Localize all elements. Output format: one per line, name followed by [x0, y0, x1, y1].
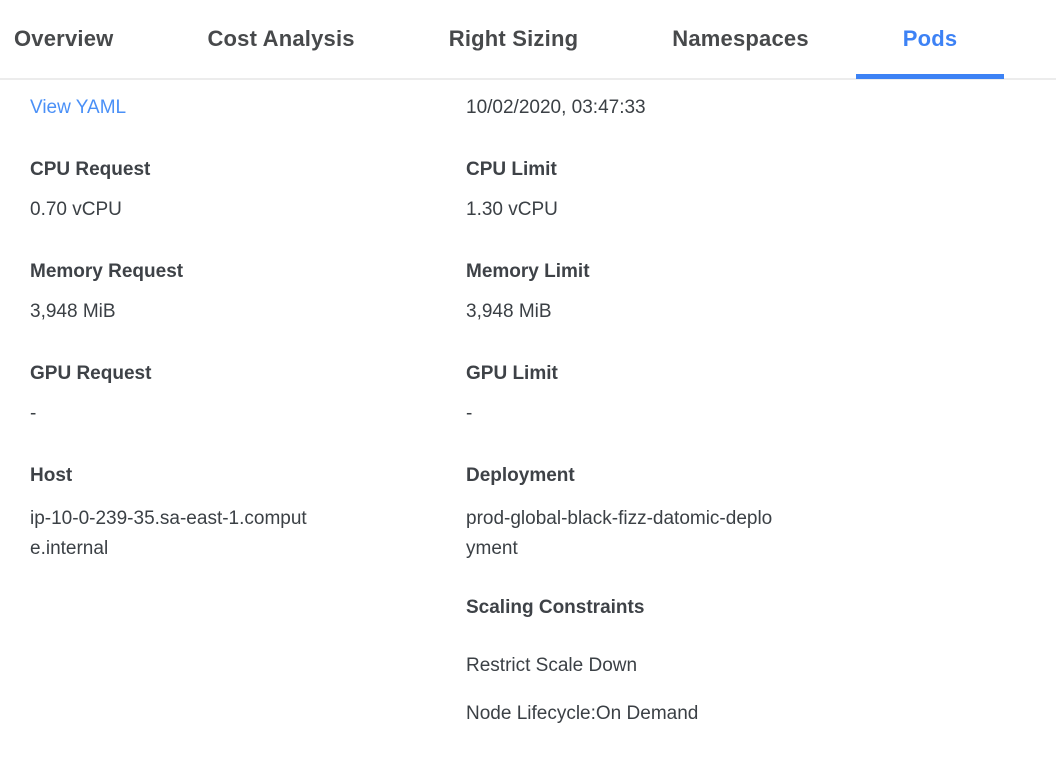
field-memory-request: Memory Request 3,948 MiB [30, 260, 466, 324]
last-updated-timestamp: 10/02/2020, 03:47:33 [466, 97, 646, 118]
scaling-constraint-node-lifecycle: Node Lifecycle:On Demand [466, 703, 699, 724]
cpu-request-value: 0.70 vCPU [30, 199, 122, 220]
detail-right-column: 10/02/2020, 03:47:33 CPU Limit 1.30 vCPU… [466, 96, 1056, 726]
field-cpu-request: CPU Request 0.70 vCPU [30, 158, 466, 222]
gpu-request-value: - [30, 403, 37, 424]
pod-detail-panel: View YAML CPU Request 0.70 vCPU Memory R… [0, 80, 1056, 726]
memory-request-label: Memory Request [30, 261, 184, 282]
host-link[interactable]: ip-10-0-239-35.sa-east-1.compute.interna… [30, 508, 307, 559]
field-gpu-limit: GPU Limit - [466, 362, 1056, 426]
field-host: Host ip-10-0-239-35.sa-east-1.compute.in… [30, 464, 466, 564]
field-deployment: Deployment prod-global-black-fizz-datomi… [466, 464, 1056, 564]
cpu-limit-label: CPU Limit [466, 159, 557, 180]
scaling-constraint-restrict-scale-down: Restrict Scale Down [466, 655, 638, 676]
memory-request-value: 3,948 MiB [30, 301, 116, 322]
deployment-label: Deployment [466, 465, 575, 486]
host-label: Host [30, 465, 73, 486]
tab-pods-label: Pods [902, 26, 958, 51]
cpu-limit-value: 1.30 vCPU [466, 199, 558, 220]
memory-limit-label: Memory Limit [466, 261, 590, 282]
field-gpu-request: GPU Request - [30, 362, 466, 426]
memory-limit-value: 3,948 MiB [466, 301, 552, 322]
tab-namespaces[interactable]: Namespaces [672, 26, 809, 51]
cpu-request-label: CPU Request [30, 159, 151, 180]
tab-overview[interactable]: Overview [14, 26, 114, 51]
field-memory-limit: Memory Limit 3,948 MiB [466, 260, 1056, 324]
tab-right-sizing[interactable]: Right Sizing [448, 26, 579, 51]
tab-bar: Overview Cost Analysis Right Sizing Name… [0, 0, 1056, 80]
view-yaml-link[interactable]: View YAML [30, 97, 127, 118]
deployment-link[interactable]: prod-global-black-fizz-datomic-deploymen… [466, 508, 773, 559]
scaling-constraints-section: Scaling Constraints Restrict Scale Down … [466, 596, 1056, 726]
gpu-limit-value: - [466, 403, 473, 424]
field-cpu-limit: CPU Limit 1.30 vCPU [466, 158, 1056, 222]
gpu-limit-label: GPU Limit [466, 363, 558, 384]
tab-pods[interactable]: Pods [856, 0, 1005, 79]
tab-cost-analysis[interactable]: Cost Analysis [207, 26, 355, 51]
active-tab-underline [856, 74, 1005, 79]
detail-left-column: View YAML CPU Request 0.70 vCPU Memory R… [30, 96, 466, 726]
gpu-request-label: GPU Request [30, 363, 152, 384]
scaling-constraints-heading: Scaling Constraints [466, 597, 645, 618]
